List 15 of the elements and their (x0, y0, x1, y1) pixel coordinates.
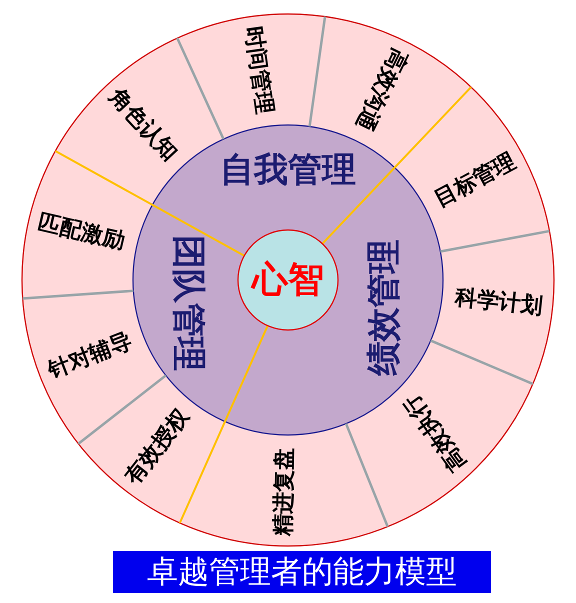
skill-label: 匹配激励 (36, 210, 128, 254)
skill-label: 高效沟通 (350, 44, 412, 134)
skill-label: 有效授权 (120, 404, 194, 490)
area-label: 自我管理 (220, 150, 356, 190)
skill-label: 针对辅导 (44, 328, 136, 384)
skill-label: 角色认知 (104, 84, 183, 166)
skill-label: 科学计划 (454, 285, 544, 320)
area-label: 团队管理 (168, 234, 209, 371)
skill-label: 时间管理 (240, 24, 277, 116)
area-label: 绩效管理 (364, 240, 404, 376)
title-banner: 卓越管理者的能力模型 (113, 551, 491, 593)
skill-label: 精进复盘 (271, 448, 298, 536)
center-label: 心智 (252, 260, 324, 300)
skill-label: 高效执行 (399, 390, 472, 476)
skill-label: 目标管理 (430, 148, 520, 212)
